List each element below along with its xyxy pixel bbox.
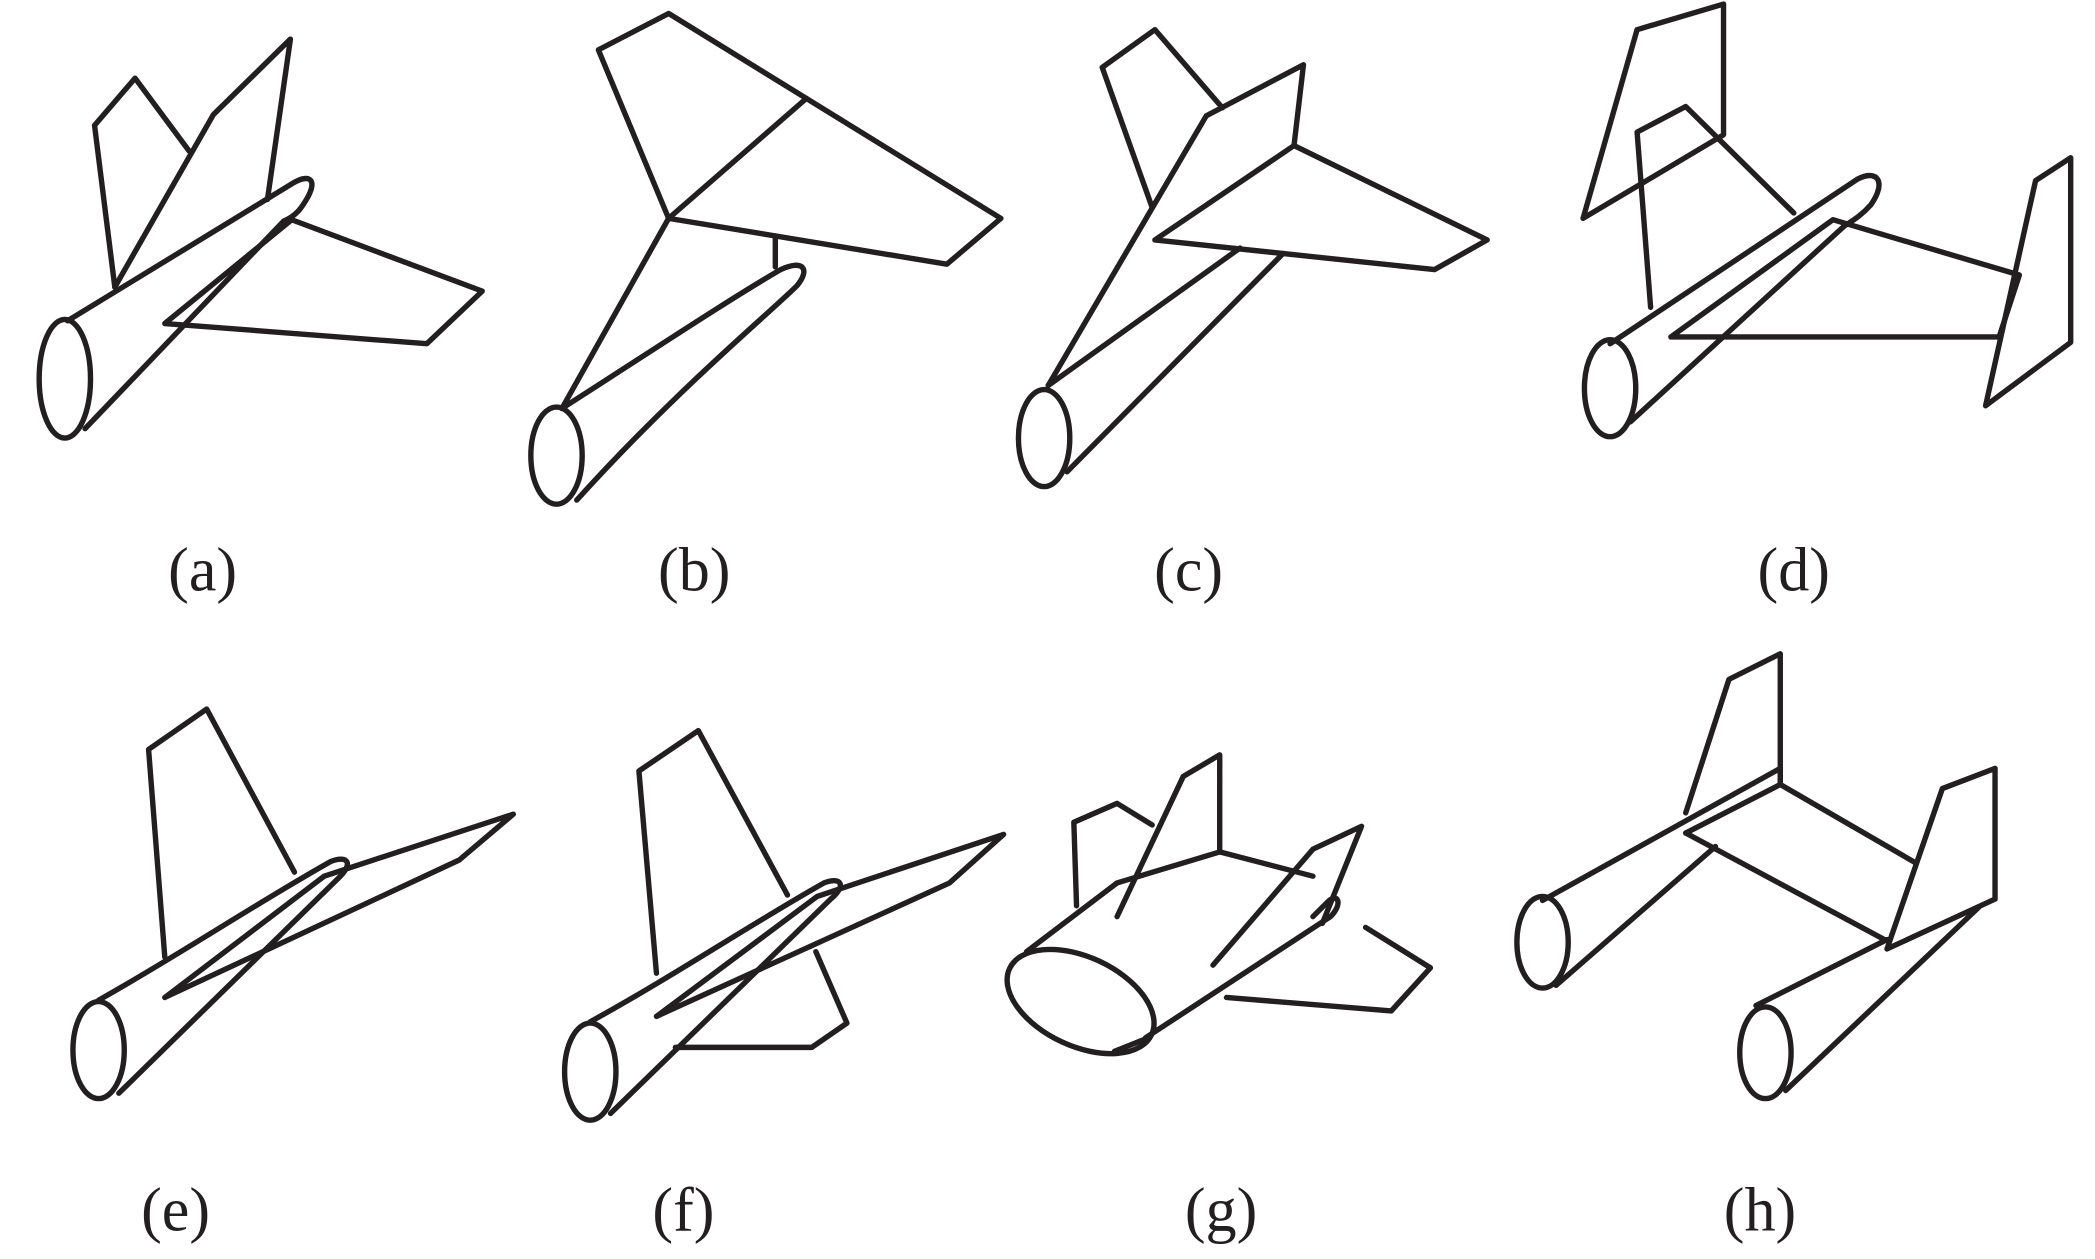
- aircraft-b-drawing: [528, 10, 1004, 507]
- panel-label-d: (d): [1758, 536, 1830, 604]
- panel-label-b: (b): [658, 536, 730, 604]
- aircraft-g-drawing: [1004, 752, 1434, 1057]
- panel-label-e: (e): [141, 1177, 210, 1245]
- aircraft-e-drawing: [70, 706, 516, 1102]
- aircraft-c-drawing: [1015, 26, 1490, 490]
- panel-label-g: (g): [1185, 1177, 1257, 1245]
- aircraft-h-drawing: [1514, 651, 1998, 1102]
- aircraft-d-drawing: [1580, 1, 2074, 440]
- panel-label-c: (c): [1154, 536, 1223, 604]
- panel-label-f: (f): [652, 1177, 714, 1245]
- aircraft-f-drawing: [561, 727, 1007, 1123]
- panel-label-a: (a): [168, 536, 237, 604]
- panel-label-h: (h): [1724, 1177, 1796, 1245]
- aircraft-a-drawing: [36, 36, 485, 441]
